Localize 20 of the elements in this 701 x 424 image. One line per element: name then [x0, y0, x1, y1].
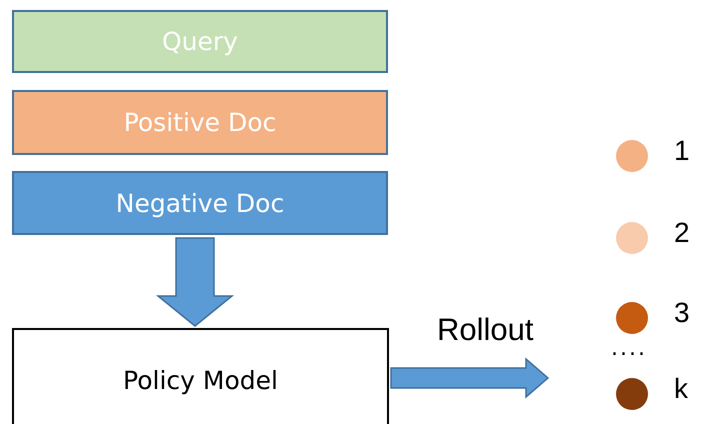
document-box	[12, 171, 388, 235]
block-arrow	[156, 237, 234, 327]
edge-label: Rollout	[437, 312, 534, 348]
rank-label: k	[674, 373, 688, 405]
query-box	[12, 10, 388, 73]
model-box	[12, 328, 389, 424]
sample-circle	[616, 140, 648, 172]
sample-circle	[616, 378, 648, 410]
block-arrow	[390, 357, 550, 399]
node-text: Query	[162, 27, 238, 56]
node-text: Policy Model	[123, 366, 278, 395]
sample-circle	[616, 302, 648, 334]
rank-label: 1	[674, 135, 690, 167]
document-box	[12, 90, 388, 155]
node-text: Positive Doc	[124, 108, 276, 137]
rank-label: 3	[674, 297, 690, 329]
node-text: Negative Doc	[116, 188, 284, 218]
ellipsis-label: ....	[611, 336, 647, 361]
rank-label: 2	[674, 217, 690, 249]
sample-circle	[616, 222, 648, 254]
